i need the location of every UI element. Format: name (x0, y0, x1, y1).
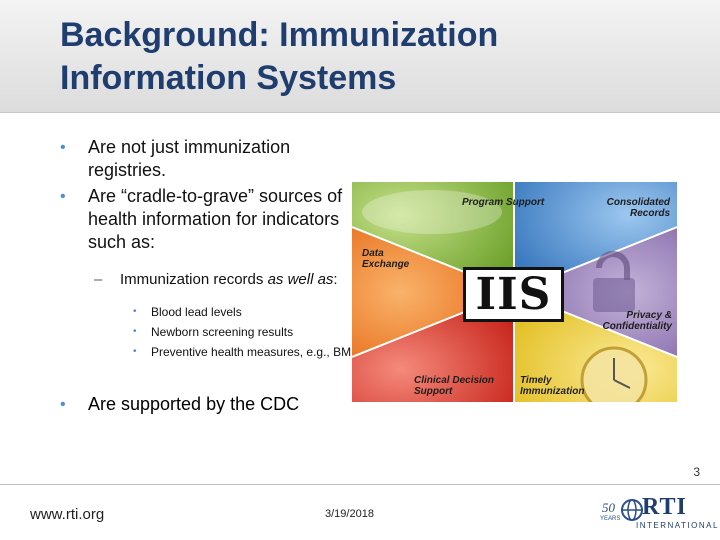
iis-logo: IIS (463, 267, 564, 322)
lock-icon (593, 251, 635, 312)
logo-text: RTI (642, 494, 687, 520)
bullet-list: • Are not just immunization registries. … (60, 136, 360, 364)
segment-program-support (352, 182, 514, 292)
label-data-exchange: Data Exchange (362, 248, 410, 270)
bullet-icon: • (133, 326, 137, 337)
footer-divider (0, 484, 720, 485)
sub-bullet-suffix: : (333, 271, 338, 288)
logo-years-number: 50 (602, 500, 615, 515)
sub-bullet-emphasis: as well as (267, 271, 334, 288)
bullet-text: Are not just immunization registries. (88, 137, 291, 180)
bullet-icon: • (60, 139, 66, 156)
bullet-icon: • (60, 188, 66, 205)
segment-consolidated-records (514, 182, 677, 292)
label-timely: Timely Immunization (520, 375, 585, 397)
sub-sub-bullet-text: Blood lead levels (151, 305, 242, 319)
page-number: 3 (693, 465, 700, 479)
sub-sub-bullet-item: • Newborn screening results (60, 324, 360, 340)
bullet-item: • Are supported by the CDC (60, 393, 388, 416)
sub-bullet-item: – Immunization records as well as: (60, 270, 360, 290)
globe-icon (621, 499, 643, 521)
rti-logo: 50 YEARS RTI INTERNATIONAL (598, 494, 717, 534)
footer-url[interactable]: www.rti.org (30, 506, 105, 523)
bullet-icon: • (60, 396, 66, 413)
handshake-icon (362, 190, 502, 234)
sub-sub-bullet-text: Newborn screening results (151, 325, 294, 339)
bullet-item: • Are “cradle-to-grave” sources of healt… (60, 185, 360, 254)
sub-sub-bullet-item: • Blood lead levels (60, 304, 360, 320)
sub-sub-bullet-item: • Preventive health measures, e.g., BMI. (60, 344, 360, 360)
sub-bullet-text: Immunization records (120, 271, 268, 288)
bullet-icon: • (133, 346, 137, 357)
label-consolidated-records: Consolidated Records (606, 197, 670, 219)
segment-data-exchange (352, 227, 514, 357)
logo-years-word: YEARS (600, 516, 621, 522)
label-clinical: Clinical Decision Support (414, 375, 495, 397)
clock-icon (580, 346, 648, 402)
bullet-item: • Are not just immunization registries. (60, 136, 360, 182)
logo-subtext: INTERNATIONAL (636, 521, 719, 530)
iis-graphic: Program Support Consolidated Records Dat… (352, 182, 677, 402)
label-program-support: Program Support (462, 197, 545, 208)
bullet-text: Are “cradle-to-grave” sources of health … (88, 186, 343, 252)
sub-sub-bullet-text: Preventive health measures, e.g., BMI. (151, 345, 358, 359)
title-band (0, 0, 720, 113)
slide-title: Background: Immunization Information Sys… (60, 16, 499, 97)
bullet-icon: • (133, 306, 137, 317)
label-privacy: Privacy & Confidentiality (602, 310, 672, 332)
dash-icon: – (94, 271, 103, 288)
footer-date: 3/19/2018 (325, 508, 374, 520)
bullet-text: Are supported by the CDC (88, 394, 300, 414)
